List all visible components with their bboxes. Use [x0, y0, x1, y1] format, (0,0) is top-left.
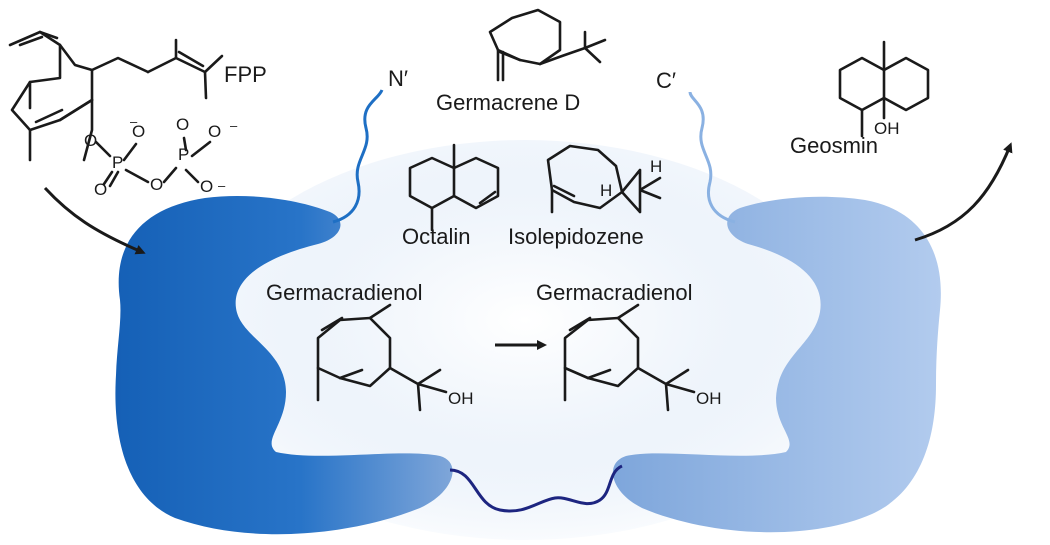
fpp-bridge-oxygen: O [150, 175, 163, 194]
fpp-oxygen-3: O [176, 115, 189, 134]
c-terminal-tail [688, 91, 736, 224]
isolepidozene-h-lower: H [600, 181, 612, 200]
fpp-structure [8, 30, 224, 162]
fpp-charge-1: – [130, 114, 138, 129]
isolepidozene-h-upper: H [650, 157, 662, 176]
germacradienol-left-hydroxyl: OH [448, 389, 474, 408]
fpp-phosphorus-1: P [112, 153, 123, 172]
c-domain [612, 196, 941, 533]
germacrene-d-structure [488, 8, 607, 82]
n-terminal-tail [332, 89, 384, 224]
fpp-charge-3: – [218, 178, 226, 193]
n-domain [115, 195, 453, 535]
fpp-phosphorus-2: P [178, 145, 189, 164]
n-terminus-label: N′ [388, 66, 408, 91]
c-terminus-label: C′ [656, 68, 676, 93]
octalin-structure [408, 143, 500, 232]
germacradienol-right-hydroxyl: OH [696, 389, 722, 408]
germacradienol-right-label: Germacradienol [536, 280, 693, 305]
fpp-phosphate-bonds [94, 136, 212, 188]
geosmin-structure [838, 40, 930, 138]
germacradienol-left-label: Germacradienol [266, 280, 423, 305]
fpp-ester-oxygen: O [84, 131, 97, 150]
fpp-charge-2: – [230, 118, 238, 133]
fpp-label: FPP [224, 62, 267, 87]
geosmin-hydroxyl: OH [874, 119, 900, 138]
isolepidozene-label: Isolepidozene [508, 224, 644, 249]
geosmin-label: Geosmin [790, 133, 878, 158]
germacradienol-left-structure [316, 303, 448, 412]
fpp-oxygen-4: O [208, 122, 221, 141]
fpp-oxygen-1: O [132, 122, 145, 141]
germacrene-d-label: Germacrene D [436, 90, 580, 115]
octalin-label: Octalin [402, 224, 470, 249]
substrate-entry-arrow [43, 186, 146, 255]
interdomain-linker [449, 464, 623, 513]
fpp-oxygen-5: O [200, 177, 213, 196]
product-exit-arrow [914, 142, 1013, 242]
isolepidozene-structure [546, 144, 662, 214]
germacradienol-right-structure [563, 303, 696, 412]
active-site-glow [195, 140, 855, 540]
